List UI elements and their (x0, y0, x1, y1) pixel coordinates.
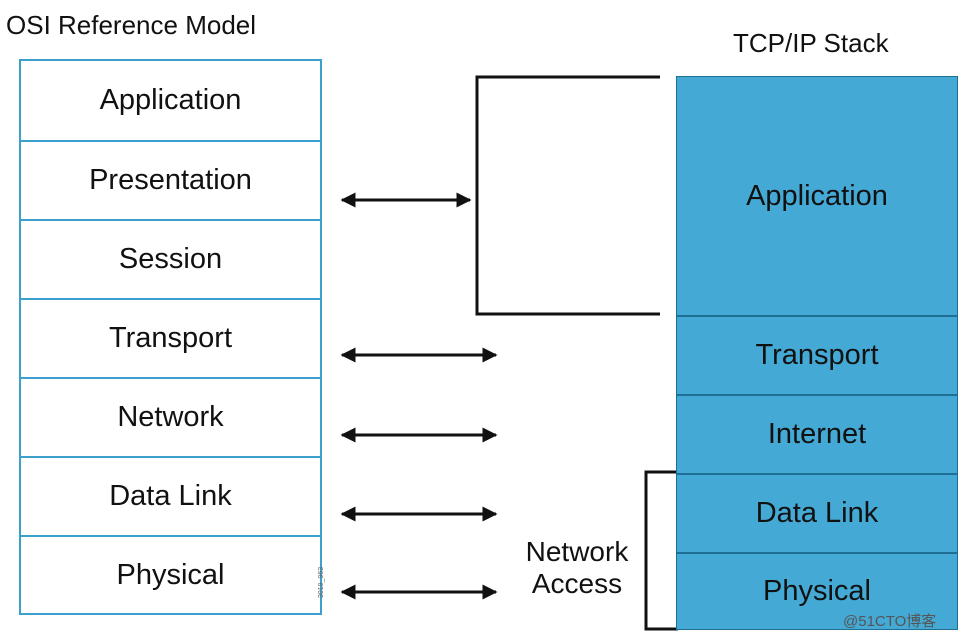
tcpip-layer-data-link: Data Link (677, 473, 957, 552)
osi-layer-data-link: Data Link (21, 456, 320, 535)
osi-layer-network: Network (21, 377, 320, 456)
osi-layer-presentation: Presentation (21, 140, 320, 219)
tcpip-stack: Application Transport Internet Data Link… (676, 76, 958, 630)
tcpip-layer-internet: Internet (677, 394, 957, 473)
watermark: @51CTO博客 (843, 613, 937, 630)
osi-layer-physical: Physical (21, 535, 320, 614)
tcpip-layer-application: Application (746, 179, 888, 212)
osi-title: OSI Reference Model (6, 10, 257, 40)
network-access-label: Network Access (525, 536, 629, 599)
tcpip-layer-physical: Physical (677, 552, 957, 629)
tcpip-layer-transport: Transport (677, 315, 957, 394)
osi-layer-application: Application (99, 84, 242, 116)
osi-layer-session: Session (21, 219, 320, 298)
application-bracket (475, 75, 660, 316)
network-access-bracket (644, 470, 678, 631)
osi-layer-transport: Transport (21, 298, 320, 377)
tcpip-title: TCP/IP Stack (733, 28, 889, 58)
osi-stack: Application Presentation Session Transpo… (19, 59, 322, 615)
